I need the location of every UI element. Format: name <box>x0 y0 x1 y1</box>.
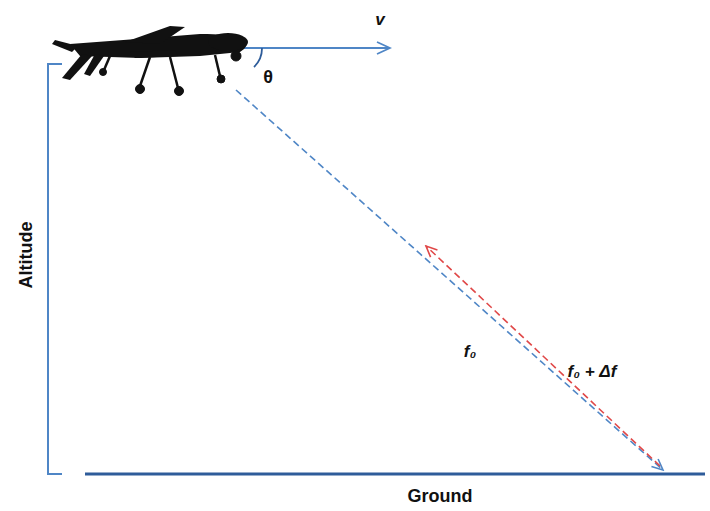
axis-label: Altitude <box>16 221 36 288</box>
ground-line <box>85 473 705 476</box>
frequency-label: f₀ + Δf <box>568 363 617 382</box>
angle-symbol: θ <box>263 68 273 88</box>
transmit-beam <box>236 90 663 470</box>
altitude-bracket <box>48 64 62 474</box>
ground-label: Ground <box>408 487 473 507</box>
velocity-symbol: v <box>375 11 384 30</box>
velocity-arrow <box>232 47 390 49</box>
drone-silhouette <box>52 26 248 96</box>
reflected-beam <box>426 246 660 466</box>
frequency-label: f₀ <box>464 343 476 362</box>
angle-arc <box>254 48 262 67</box>
